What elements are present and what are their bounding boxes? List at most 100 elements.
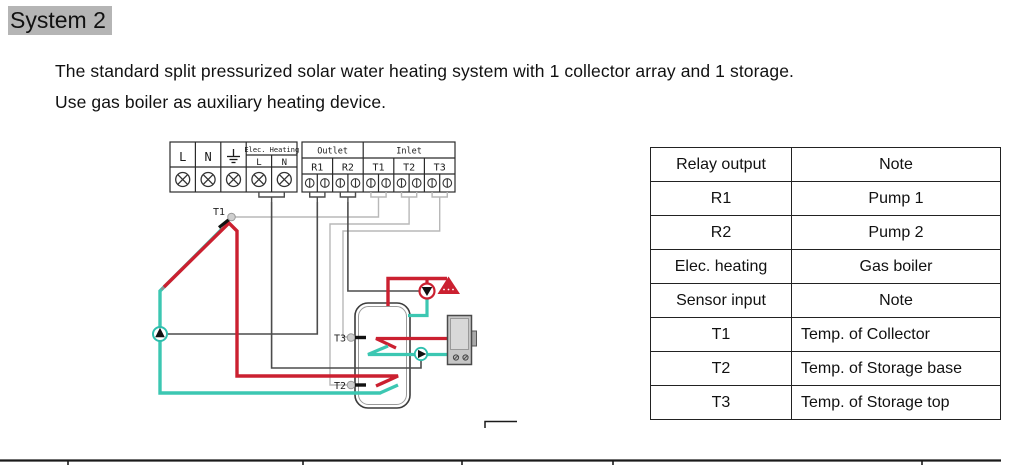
- screw-terminal-icon: [175, 171, 191, 188]
- t3-terminal-label: T3: [434, 163, 446, 174]
- boiler-pump-rotor-icon: [418, 349, 427, 359]
- table-row: R2 Pump 2: [650, 215, 1001, 250]
- outlet-label: Outlet: [317, 147, 348, 157]
- sensor-t3: T3: [334, 333, 366, 345]
- r2-terminal-label: R2: [342, 163, 354, 174]
- t1-bracket: [370, 192, 387, 202]
- boiler-panel: [450, 318, 469, 350]
- sensor-t2-cell: T2: [650, 351, 792, 386]
- t1-sensor-label: T1: [213, 207, 225, 218]
- table-row: Relay output Note: [650, 147, 1001, 182]
- sensor-t2-note: Temp. of Storage base: [791, 351, 1001, 386]
- table-row: T3 Temp. of Storage top: [650, 385, 1001, 420]
- relay-r1-cell: R1: [650, 181, 792, 216]
- signal-terminal-icon: [304, 178, 315, 188]
- sensor-t1: T1: [213, 207, 236, 229]
- t3-sensor-dot: [346, 333, 356, 342]
- sensor-t3-note: Temp. of Storage top: [791, 385, 1001, 420]
- r2-wire: [347, 202, 420, 292]
- t1-probe: [218, 218, 230, 229]
- signal-terminal-icon: [335, 178, 346, 188]
- tap-mark: [447, 288, 450, 291]
- signal-terminal-icon: [411, 178, 422, 188]
- t1-sensor-wire: [235, 202, 380, 218]
- r1-wire: [167, 202, 319, 335]
- elec-heating-cell: Elec. heating: [650, 249, 792, 284]
- hot-water-tap-symbol: [437, 276, 460, 294]
- relay-output-header: Relay output: [650, 147, 792, 182]
- t1-terminal-label: T1: [372, 163, 384, 174]
- t3-probe: [355, 335, 366, 340]
- boiler-hot-pipe: [375, 336, 450, 350]
- signal-terminal-icon: [350, 178, 361, 188]
- r1-bracket: [309, 192, 326, 202]
- cropped-page-artifacts: [0, 420, 1001, 465]
- description-line-1: The standard split pressurized solar wat…: [55, 61, 795, 81]
- screw-terminal-icon: [200, 171, 216, 188]
- signal-terminal-icon: [396, 178, 407, 188]
- terminal-block: [169, 141, 456, 193]
- relay-r1-note: Pump 1: [791, 181, 1001, 216]
- screw-terminal-icon: [251, 171, 267, 188]
- elec-heating-note: Gas boiler: [791, 249, 1001, 284]
- pump-2: [418, 282, 436, 300]
- ground-icon: [227, 149, 240, 164]
- t3-sensor-label: T3: [334, 334, 346, 345]
- boiler-screw-slot: [463, 355, 468, 360]
- page-title: System 2: [8, 6, 112, 35]
- pump-1: [152, 326, 168, 342]
- t2-bracket: [400, 192, 418, 202]
- note-header: Note: [791, 147, 1001, 182]
- io-legend-table: Relay output Note R1 Pump 1 R2 Pump 2 El…: [650, 147, 1001, 420]
- t2-sensor-dot: [346, 380, 356, 390]
- wire-brackets: [258, 192, 448, 202]
- signal-terminal-icon: [381, 178, 391, 188]
- system-description: The standard split pressurized solar wat…: [55, 56, 794, 118]
- r2-bracket: [339, 192, 357, 202]
- sensor-note-header: Note: [791, 283, 1001, 318]
- cropped-box-corner: [484, 420, 517, 428]
- sensor-t2: T2: [334, 380, 366, 392]
- terminal-n-label: N: [204, 150, 211, 164]
- sensor-t3-cell: T3: [650, 385, 792, 420]
- relay-r2-cell: R2: [650, 215, 792, 250]
- terminal-l-label: L: [179, 150, 186, 164]
- table-row: T1 Temp. of Collector: [650, 317, 1001, 352]
- elec-heating-label: Elec. Heating: [244, 146, 299, 154]
- gas-boiler: [446, 314, 477, 366]
- tap-mark: [452, 288, 454, 291]
- power-wires: [167, 202, 422, 369]
- t2-sensor-wire: [329, 202, 410, 386]
- inlet-label: Inlet: [396, 147, 422, 157]
- eh-l-label: L: [256, 158, 261, 168]
- table-row: Elec. heating Gas boiler: [650, 249, 1001, 284]
- description-line-2: Use gas boiler as auxiliary heating devi…: [55, 92, 387, 112]
- page-title-text: System 2: [8, 6, 112, 35]
- t3-sensor-wire: [342, 202, 441, 338]
- eh-bracket: [258, 192, 285, 202]
- t3-bracket: [431, 192, 448, 202]
- signal-terminals: [304, 178, 453, 188]
- r1-terminal-label: R1: [311, 163, 323, 174]
- pump-1-rotor-icon: [155, 327, 165, 338]
- tank-outlet-pipe: [386, 276, 447, 306]
- boiler-screw-slot: [454, 355, 458, 360]
- pump-2-rotor-icon: [421, 287, 433, 296]
- t2-sensor-label: T2: [334, 381, 346, 392]
- screw-terminals: [175, 171, 292, 188]
- screw-terminal-icon: [276, 171, 292, 188]
- sensor-t1-note: Temp. of Collector: [791, 317, 1001, 352]
- terminal-labels: L N Elec. Heating L N Outlet Inlet R1 R2…: [179, 146, 446, 174]
- boiler-pump: [413, 346, 429, 362]
- eh-n-label: N: [282, 158, 287, 168]
- signal-terminal-icon: [427, 178, 437, 188]
- pump2-return-pipe: [408, 298, 429, 318]
- t1-sensor-dot: [227, 212, 236, 222]
- t2-terminal-label: T2: [403, 163, 415, 174]
- screw-terminal-icon: [225, 171, 242, 188]
- sensor-input-header: Sensor input: [650, 283, 792, 318]
- hot-supply-pipe: [162, 220, 399, 388]
- sensor-wires: [235, 202, 441, 386]
